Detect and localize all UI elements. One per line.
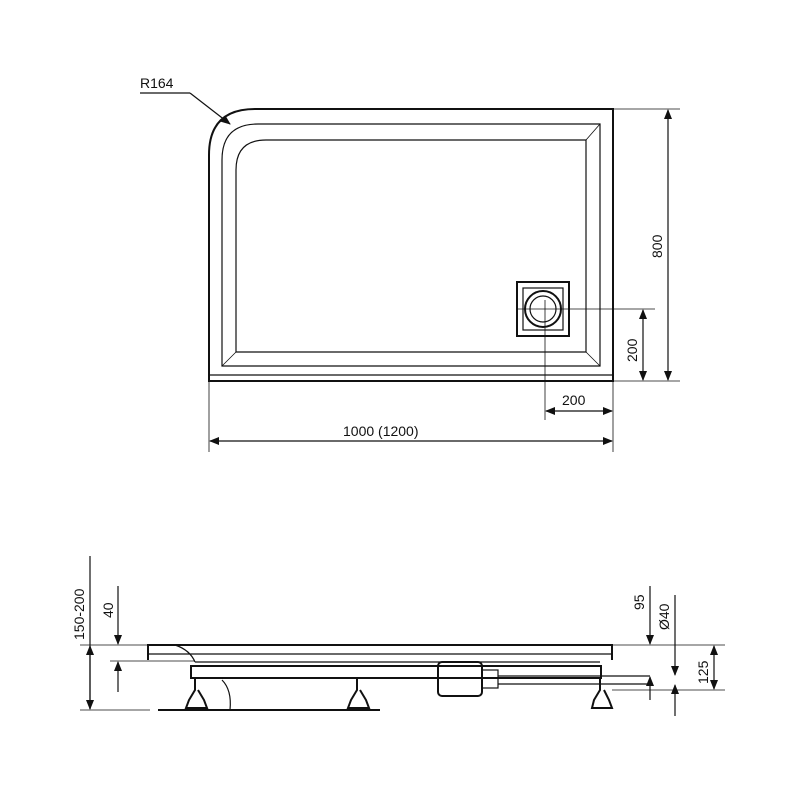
drain-offset-y-label: 200	[624, 338, 640, 362]
drain-height-label: 95	[631, 594, 647, 610]
frame-height-label: 125	[695, 660, 711, 684]
total-height-label: 150-200	[71, 588, 87, 640]
support-frame	[190, 665, 602, 679]
tray-outline	[208, 108, 614, 382]
width-dimension-label: 1000 (1200)	[343, 423, 419, 439]
radius-label: R164	[140, 75, 174, 91]
adjustable-legs	[184, 678, 614, 711]
tray-inner-rim	[221, 123, 601, 367]
height-dimension-label: 800	[649, 234, 665, 258]
drain-offset-x-label: 200	[562, 392, 586, 408]
drain-diameter-label: Ø40	[656, 603, 672, 630]
tray-profile	[147, 644, 613, 660]
tray-height-label: 40	[100, 602, 116, 618]
side-view: 150-200 40 95 Ø40 125	[71, 556, 725, 716]
top-view: R164 800 200 200 1000 (1200)	[140, 75, 680, 452]
